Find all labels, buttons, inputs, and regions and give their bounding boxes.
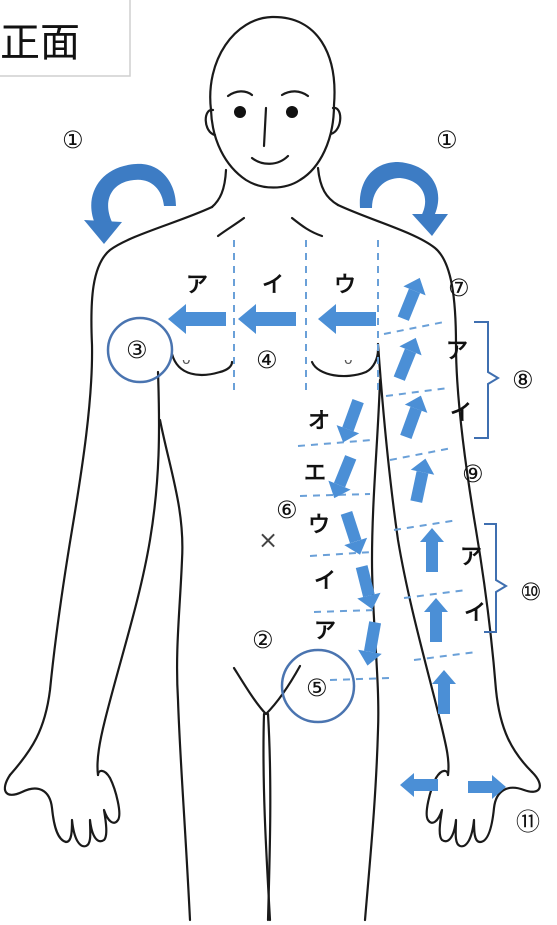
face [228, 91, 308, 163]
nose [264, 108, 266, 146]
arrow-abd-o [332, 397, 370, 447]
label-n10: ⑩ [520, 578, 542, 606]
abd-label-e: エ [304, 461, 326, 486]
chest-label-i: イ [262, 273, 284, 298]
arrow-hand-right [468, 775, 506, 799]
number-labels: ① ① ② ③ ④ ⑤ ⑥ ⑦ ⑧ ⑨ ⑩ ⑪ [62, 126, 542, 836]
arrow-arm-10i [424, 598, 448, 642]
chest-arrows [168, 304, 376, 334]
shoulder-curl-right [360, 162, 448, 236]
arrow-arm-8i [395, 391, 433, 441]
abd-label-u: ウ [308, 513, 330, 538]
arrow-arm-10a [420, 528, 444, 572]
arm-divider-3 [390, 448, 452, 460]
arrow-abd-i [350, 564, 384, 612]
arrow-chest-a [168, 304, 226, 334]
chest-label-a: ア [186, 273, 208, 298]
collarbone-right [292, 218, 322, 236]
collarbone-left [218, 218, 244, 236]
head-outline [210, 17, 334, 188]
nipple-left: ᴗ [182, 352, 191, 368]
abdomen-divider-1 [298, 440, 372, 446]
neck-left [212, 170, 226, 207]
navel-mark: × [258, 526, 278, 554]
hand-arrows [400, 773, 506, 799]
leg-inner-right [268, 714, 270, 920]
mouth [252, 156, 288, 164]
label-n1-right: ① [436, 126, 458, 154]
abd-label-i: イ [314, 569, 336, 594]
body-outline: ᴗ ᴗ [5, 17, 540, 920]
arm-label-upper-i: イ [450, 401, 472, 426]
arrow-chest-u [318, 304, 376, 334]
label-n7: ⑦ [448, 274, 470, 302]
label-n5: ⑤ [306, 674, 328, 702]
arrow-hand-left [400, 773, 438, 797]
arrow-arm-7 [392, 273, 431, 323]
left-side-outline [10, 207, 212, 775]
chest-left [172, 354, 232, 375]
arrow-arm-9 [405, 456, 438, 504]
arrow-chest-i [238, 304, 296, 334]
arm-label-upper-a: ア [446, 339, 468, 364]
eye-right [286, 106, 298, 118]
neck-right [318, 168, 338, 205]
label-n6: ⑥ [276, 496, 298, 524]
eyebrow-left [228, 91, 252, 96]
arm-divider-2 [386, 388, 448, 396]
chest-katakana: ア イ ウ [186, 273, 356, 298]
arrow-arm-wrist [432, 670, 456, 714]
arrow-abd-a [356, 620, 387, 667]
label-n3: ③ [126, 336, 148, 364]
label-n9: ⑨ [462, 460, 484, 488]
left-inner-arm [97, 372, 159, 775]
groin-left [234, 668, 266, 714]
left-torso [160, 420, 190, 920]
left-hand [5, 771, 119, 846]
arm-label-fore-i: イ [464, 601, 486, 626]
label-n11: ⑪ [516, 808, 540, 836]
abd-label-a: ア [314, 619, 336, 644]
arrow-abd-u [335, 509, 371, 558]
label-n4: ④ [256, 346, 278, 374]
arm-divider-1 [384, 322, 444, 334]
arm-label-fore-a: ア [460, 545, 482, 570]
chest-label-u: ウ [334, 273, 356, 298]
arrow-arm-8a [388, 333, 427, 383]
right-side-outline [338, 205, 532, 772]
arm-divider-5 [404, 590, 466, 598]
label-n1-left: ① [62, 126, 84, 154]
abdomen-divider-3 [310, 552, 372, 556]
title-box: 正面 [0, 0, 130, 76]
abdomen-katakana: オ エ ウ イ ア [304, 409, 336, 644]
bracket-8 [474, 322, 498, 438]
abdomen-divider-5 [330, 678, 390, 680]
bracket-10 [484, 524, 506, 632]
eyebrow-right [282, 91, 308, 96]
label-n8: ⑧ [512, 366, 534, 394]
shoulder-curl-left [84, 164, 176, 244]
label-n2: ② [252, 626, 274, 654]
eye-left [234, 106, 246, 118]
abdomen-divider-4 [314, 610, 376, 612]
title: 正面 [0, 20, 80, 66]
abd-label-o: オ [308, 409, 330, 434]
arm-divider-4 [394, 520, 458, 530]
nipple-right: ᴗ [344, 352, 353, 368]
